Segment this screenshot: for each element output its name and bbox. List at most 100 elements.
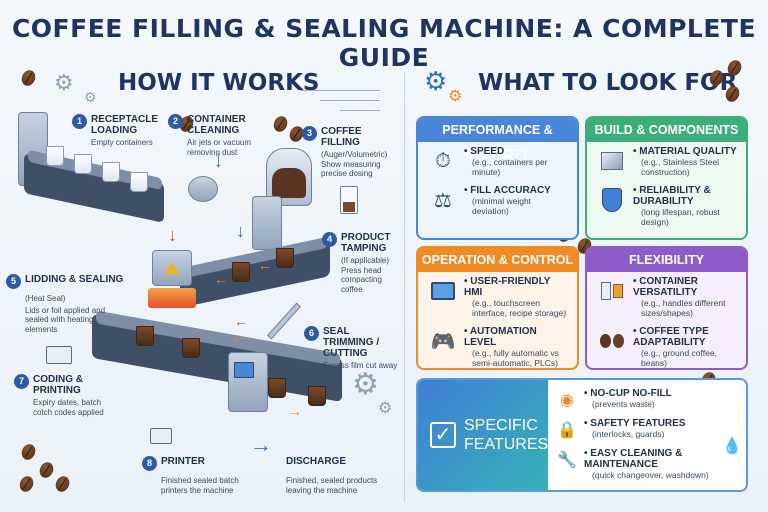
printer-icon xyxy=(46,346,72,364)
card-header: OPERATION & CONTROL xyxy=(418,248,577,272)
step-title: DISCHARGE xyxy=(286,456,347,467)
gear-icon: ⚙ xyxy=(448,88,463,105)
sealed-container xyxy=(308,386,326,406)
specific-features-title: SPECIFIC FEATURES xyxy=(464,417,549,453)
arrow-icon: ← xyxy=(258,257,272,273)
criteria-item: ⏱ SPEED (e.g., containers per minute) xyxy=(426,146,569,177)
page-title: COFFEE FILLING & SEALING MACHINE: A COMP… xyxy=(11,14,757,72)
step-number: 8 xyxy=(142,456,157,471)
criteria-description: (e.g., Stainless Steel construction) xyxy=(641,157,719,177)
arrow-icon: ← xyxy=(234,313,248,329)
criteria-description: (e.g., fully automatic vs semi-automatic… xyxy=(472,348,559,368)
card-build-components: BUILD & COMPONENTS MATERIAL QUALITY (e.g… xyxy=(585,116,748,240)
air-blower xyxy=(188,176,218,202)
step-2: 2 CONTAINER CLEANING Air jets or vacuum r… xyxy=(168,114,268,157)
step-description: Lids or foil applied and sealed with hea… xyxy=(25,305,106,334)
circuit-line xyxy=(300,90,380,91)
steel-plate-icon xyxy=(595,146,629,176)
criteria-title: RELIABILITY & DURABILITY xyxy=(633,185,738,207)
what-to-look-for-heading: WHAT TO LOOK FOR xyxy=(478,70,738,96)
criteria-description: (e.g., touchscreen interface, recipe sto… xyxy=(472,298,567,318)
specific-features-banner: ✓ SPECIFIC FEATURES xyxy=(418,380,548,490)
circuit-line xyxy=(320,100,380,101)
step-title: CODING & PRINTING xyxy=(33,374,83,396)
arrow-icon: ↓ xyxy=(236,221,245,241)
criteria-title: USER-FRIENDLY HMI xyxy=(464,276,569,298)
checkbox-icon: ✓ xyxy=(430,422,456,448)
coffee-beans-icon xyxy=(595,326,629,356)
criteria-title: MATERIAL QUALITY xyxy=(633,146,738,157)
gear-icon: ⚙ xyxy=(424,66,448,96)
balance-scale-icon: ⚖ xyxy=(434,189,452,212)
gear-icon: ⚙ xyxy=(84,89,97,105)
step-description: Expiry dates, batch cotch codes applied xyxy=(33,398,104,417)
card-specific-features: ✓ SPECIFIC FEATURES ◉ NO-CUP NO-FILL (pr… xyxy=(416,378,748,492)
coding-printer-unit xyxy=(228,352,268,412)
empty-container xyxy=(130,172,148,192)
card-header: BUILD & COMPONENTS xyxy=(587,118,746,142)
gear-icon: ⚙ xyxy=(378,400,393,417)
criteria-description: (e.g., handles different sizes/shapes) xyxy=(641,298,726,318)
criteria-title: SAFETY FEATURES xyxy=(584,418,685,429)
criteria-title: FILL ACCURACY xyxy=(464,185,569,196)
step-number: 1 xyxy=(72,114,87,129)
criteria-title: AUTOMATION LEVEL xyxy=(464,326,569,348)
criteria-item: USER-FRIENDLY HMI (e.g., touchscreen int… xyxy=(426,276,569,318)
containers-icon xyxy=(595,276,629,306)
filled-container xyxy=(232,262,250,282)
ground-coffee xyxy=(272,168,306,198)
printer-icon xyxy=(150,428,172,444)
arrow-icon: ← xyxy=(232,329,246,345)
step-number: 2 xyxy=(168,114,183,129)
gear-icon: ⚙ xyxy=(54,70,74,95)
criteria-item: COFFEE TYPE ADAPTABILITY (e.g., ground c… xyxy=(595,326,738,368)
arrow-icon: ↓ xyxy=(168,225,177,245)
criteria-description: (minimal weight deviation) xyxy=(472,196,532,216)
arrow-icon: → xyxy=(250,432,272,457)
step-number: 5 xyxy=(6,274,21,289)
criteria-description: (long lifespan, robust design) xyxy=(641,207,720,227)
step-title: LIDDING & SEALING xyxy=(25,274,124,285)
filled-container xyxy=(276,248,294,268)
how-it-works-heading: HOW IT WORKS xyxy=(118,70,320,96)
arrow-icon: → xyxy=(288,403,302,419)
criteria-item: 🎮 AUTOMATION LEVEL (e.g., fully automati… xyxy=(426,326,569,368)
criteria-item: 🔧 EASY CLEANING & MAINTENANCE (quick cha… xyxy=(554,448,744,480)
step-description: (If applicable) Press head compacting co… xyxy=(341,256,390,294)
criteria-title: NO-CUP NO-FILL xyxy=(584,388,671,399)
step-description: Air jets or vacuum removing dust xyxy=(187,138,252,157)
empty-container xyxy=(46,146,64,166)
step-title: CONTAINER CLEANING xyxy=(187,114,246,136)
card-flexibility: FLEXIBILITY CONTAINER VERSATILITY (e.g.,… xyxy=(585,246,748,370)
touchscreen-icon xyxy=(426,276,460,306)
step-description: Finished, sealed products leaving the ma… xyxy=(286,476,378,495)
warning-icon xyxy=(164,262,180,274)
card-performance-capacity: PERFORMANCE & CAPACITY ⏱ SPEED (e.g., co… xyxy=(416,116,579,240)
no-cup-sensor-icon: ◉ xyxy=(560,392,574,409)
criteria-item: ◉ NO-CUP NO-FILL (prevents waste) xyxy=(554,388,744,412)
criteria-description: (interlocks, guards) xyxy=(592,429,665,439)
gear-icon: ⚙ xyxy=(352,368,379,401)
arrow-icon: ← xyxy=(214,271,228,287)
step-9: DISCHARGE Finished, sealed products leav… xyxy=(286,456,402,495)
card-header: FLEXIBILITY xyxy=(587,248,746,272)
sealed-container xyxy=(136,326,154,346)
step-description: Empty containers xyxy=(91,138,153,147)
criteria-description: (prevents waste) xyxy=(592,399,655,409)
criteria-description: (e.g., ground coffee, beans) xyxy=(641,348,717,368)
empty-container xyxy=(102,162,120,182)
criteria-title: COFFEE TYPE ADAPTABILITY xyxy=(633,326,738,348)
step-description: (Auger/Volumetric) Show measuring precis… xyxy=(321,150,388,178)
step-number: 4 xyxy=(322,232,337,247)
criteria-title: EASY CLEANING & MAINTENANCE xyxy=(584,448,744,470)
heating-element xyxy=(148,288,196,308)
criteria-item: CONTAINER VERSATILITY (e.g., handles dif… xyxy=(595,276,738,318)
tools-icon: 🔧 xyxy=(557,452,577,469)
card-operation-control: OPERATION & CONTROL USER-FRIENDLY HMI (e… xyxy=(416,246,579,370)
